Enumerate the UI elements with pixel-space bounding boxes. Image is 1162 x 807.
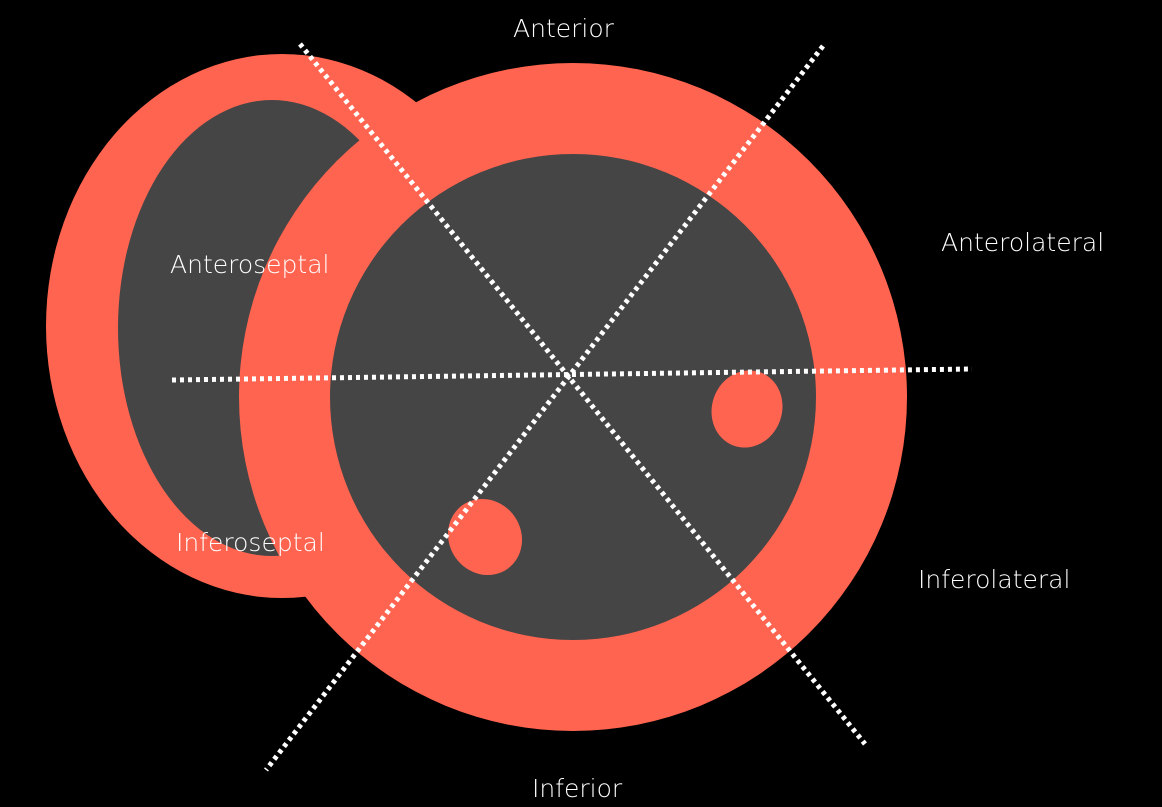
segment-label-anteroseptal: Anteroseptal [170, 252, 330, 277]
segment-label-anterolateral: Anterolateral [941, 230, 1104, 255]
segment-label-inferoseptal: Inferoseptal [176, 530, 325, 555]
segment-label-inferolateral: Inferolateral [918, 567, 1070, 592]
segment-label-anterior: Anterior [513, 16, 614, 41]
segment-label-inferior: Inferior [532, 776, 622, 801]
